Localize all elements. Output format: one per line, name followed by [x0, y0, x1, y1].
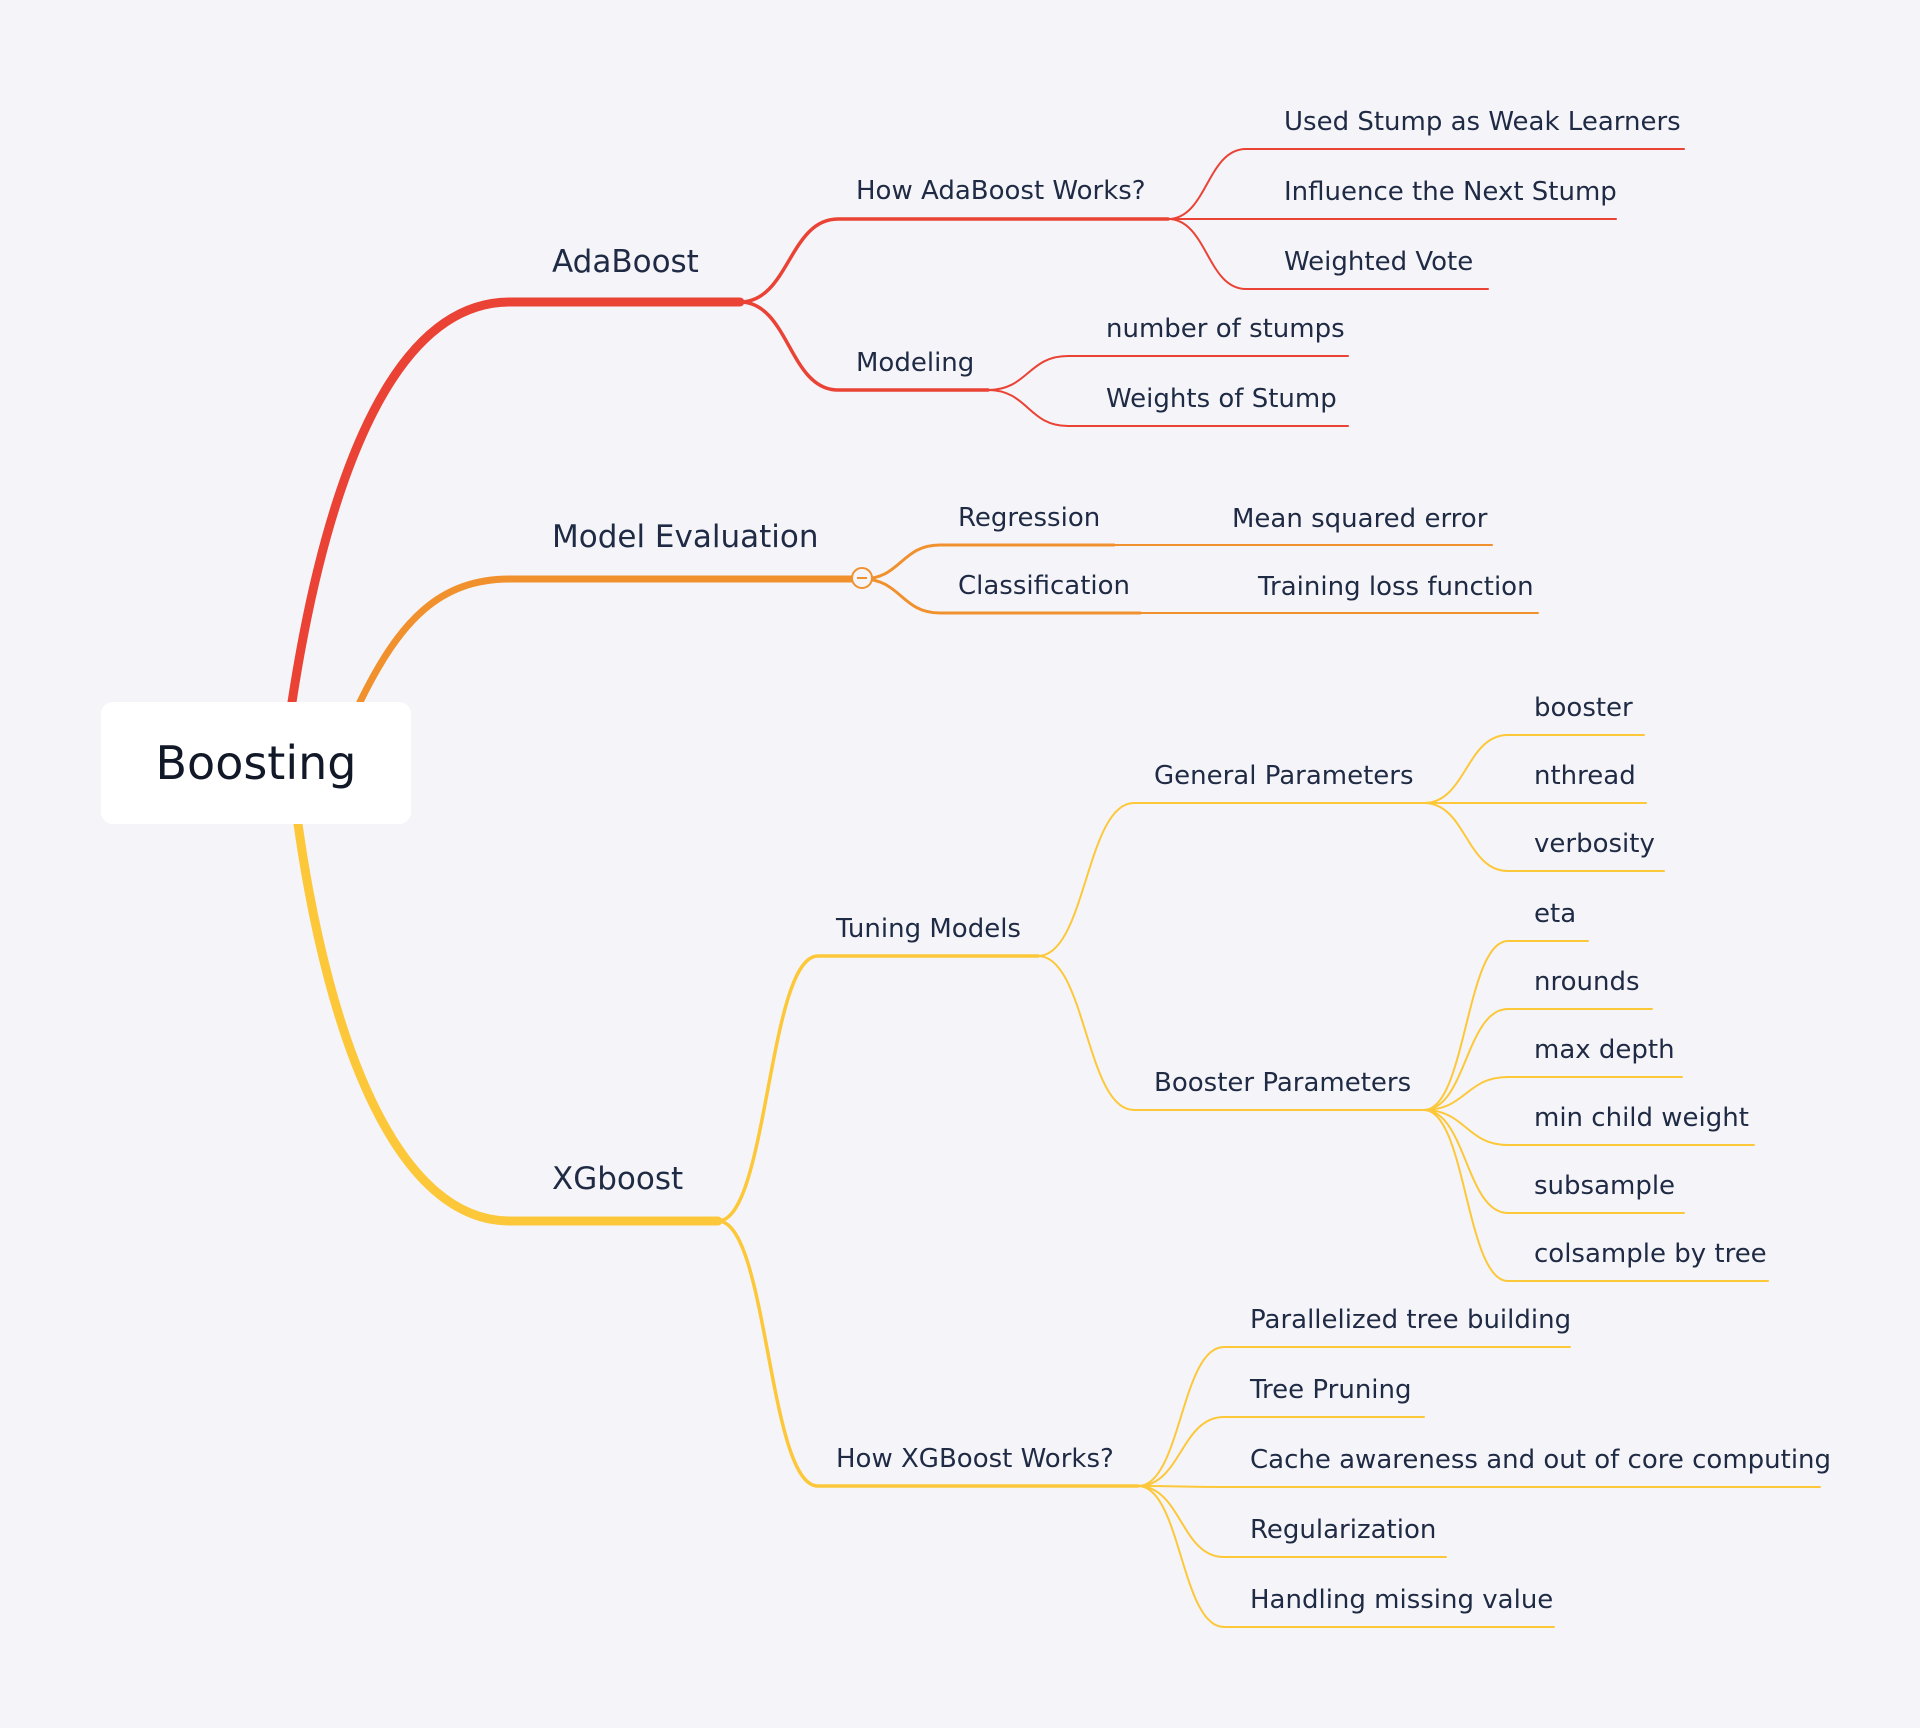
root-topic-label: Boosting	[155, 736, 357, 790]
link-booster-leaf	[1423, 1109, 1685, 1214]
root-topic[interactable]: Boosting	[101, 702, 411, 824]
link-how-xgboost-leaf	[1137, 1485, 1821, 1488]
topic-model-evaluation[interactable]: Model Evaluation	[552, 519, 819, 555]
link-booster-parameters	[1037, 955, 1425, 1111]
subtopic-booster-parameters[interactable]: Booster Parameters	[1154, 1068, 1412, 1098]
link-classification	[860, 577, 1142, 615]
leaf-colsample-by-tree[interactable]: colsample by tree	[1534, 1239, 1767, 1269]
link-tuning-models	[716, 954, 1040, 1223]
link-how-adaboost	[738, 217, 1170, 304]
leaf-cache-awareness[interactable]: Cache awareness and out of core computin…	[1250, 1445, 1832, 1475]
leaf-parallelized-tree-building[interactable]: Parallelized tree building	[1250, 1305, 1572, 1335]
leaf-max-depth[interactable]: max depth	[1534, 1035, 1675, 1065]
subtopic-how-xgboost-works[interactable]: How XGBoost Works?	[836, 1444, 1114, 1474]
link-general-leaf	[1423, 802, 1665, 872]
leaf-nrounds[interactable]: nrounds	[1534, 967, 1640, 997]
link-how-xgboost-leaf	[1137, 1485, 1555, 1628]
link-weighted-vote	[1167, 218, 1489, 290]
trunk-adaboost	[287, 297, 745, 707]
link-how-xgboost	[716, 1219, 1140, 1488]
link-booster-leaf	[1423, 1109, 1769, 1282]
link-booster-leaf	[1423, 1109, 1755, 1146]
link-number-of-stumps	[987, 355, 1349, 391]
subtopic-how-adaboost-works[interactable]: How AdaBoost Works?	[856, 176, 1146, 206]
link-regression	[860, 543, 1116, 581]
leaf-used-stump[interactable]: Used Stump as Weak Learners	[1284, 107, 1681, 137]
leaf-weights-of-stump[interactable]: Weights of Stump	[1106, 384, 1337, 414]
link-how-xgboost-leaf	[1137, 1346, 1571, 1487]
leaf-subsample[interactable]: subsample	[1534, 1171, 1676, 1201]
topic-adaboost[interactable]: AdaBoost	[552, 244, 699, 280]
leaf-handling-missing-value[interactable]: Handling missing value	[1250, 1585, 1554, 1615]
link-how-xgboost-leaf	[1137, 1485, 1447, 1558]
leaf-number-of-stumps[interactable]: number of stumps	[1106, 314, 1345, 344]
link-general-parameters	[1037, 802, 1425, 957]
link-booster-leaf	[1423, 1076, 1683, 1111]
leaf-min-child-weight[interactable]: min child weight	[1534, 1103, 1749, 1133]
link-modeling	[738, 300, 990, 392]
link-booster-leaf	[1423, 1008, 1653, 1111]
leaf-regularization[interactable]: Regularization	[1250, 1515, 1437, 1545]
leaf-tree-pruning[interactable]: Tree Pruning	[1250, 1375, 1412, 1405]
link-weights-of-stump	[987, 389, 1349, 427]
leaf-training-loss-function[interactable]: Training loss function	[1258, 572, 1534, 602]
leaf-weighted-vote[interactable]: Weighted Vote	[1284, 247, 1474, 277]
link-booster-leaf	[1423, 940, 1589, 1111]
link-general-leaf	[1423, 734, 1645, 804]
topic-xgboost[interactable]: XGboost	[552, 1161, 684, 1197]
leaf-eta[interactable]: eta	[1534, 899, 1577, 929]
subtopic-general-parameters[interactable]: General Parameters	[1154, 761, 1414, 791]
link-how-xgboost-leaf	[1137, 1416, 1425, 1487]
subtopic-tuning-models[interactable]: Tuning Models	[836, 914, 1021, 944]
leaf-influence-next-stump[interactable]: Influence the Next Stump	[1284, 177, 1617, 207]
leaf-booster[interactable]: booster	[1534, 693, 1633, 723]
leaf-verbosity[interactable]: verbosity	[1534, 829, 1655, 859]
leaf-mean-squared-error[interactable]: Mean squared error	[1232, 504, 1488, 534]
leaf-nthread[interactable]: nthread	[1534, 761, 1636, 791]
subtopic-regression[interactable]: Regression	[958, 503, 1101, 533]
trunk-model-evaluation	[356, 575, 864, 706]
subtopic-classification[interactable]: Classification	[958, 571, 1131, 601]
subtopic-modeling[interactable]: Modeling	[856, 348, 975, 378]
trunk-xgboost	[293, 819, 723, 1226]
link-used-stump	[1167, 148, 1685, 220]
collapse-toggle-icon[interactable]	[851, 567, 873, 589]
